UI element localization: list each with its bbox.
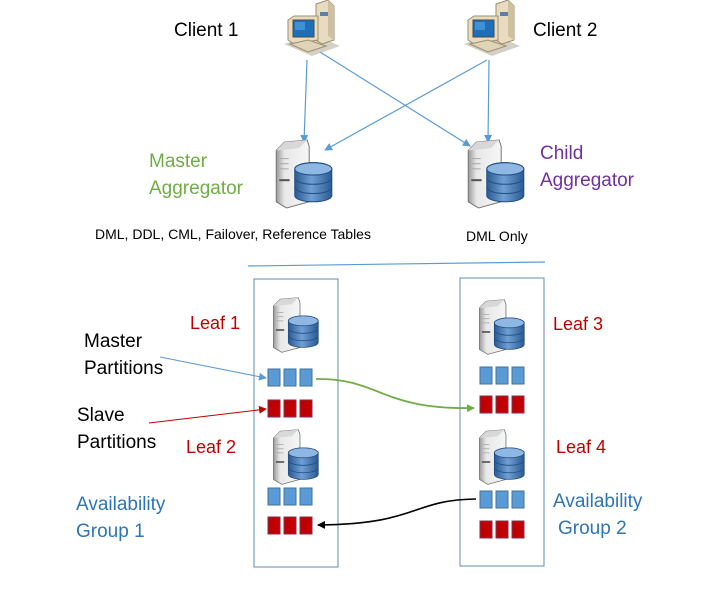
leaf-4-server-icon	[479, 429, 525, 485]
replication-arrow-leaf4-to-leaf2	[317, 498, 477, 529]
client-2-computer-icon	[463, 0, 521, 56]
leaf-2-slave-partition	[299, 516, 313, 535]
replication-arrow-leaf1-to-leaf3	[315, 378, 475, 413]
leaf-3-slave-partition	[495, 395, 509, 414]
leaf-4-slave-partition	[479, 520, 493, 539]
leaf-4-slave-partition	[495, 520, 509, 539]
leaf-2-master-partition	[267, 487, 281, 506]
leaf-2-label: Leaf 2	[186, 437, 237, 457]
client-2-label: Client 2	[533, 20, 598, 41]
leaf-1-slave-partition	[283, 399, 297, 418]
availability-group-1-label-line1: Availability	[76, 494, 166, 515]
leaf-1-label: Leaf 1	[190, 313, 241, 333]
slave-partitions-label-line1: Slave	[77, 405, 125, 426]
slave-partitions-pointer	[148, 405, 267, 424]
master-aggregator-server-icon	[275, 139, 333, 209]
master-aggregator-label-line2: Aggregator	[149, 178, 244, 199]
connector-client2-master	[324, 59, 488, 151]
leaf-1-master-partition	[283, 368, 297, 387]
leaf-4-master-partition	[495, 490, 509, 509]
leaf-2-master-partition	[299, 487, 313, 506]
leaf-2-master-partition	[283, 487, 297, 506]
master-aggregator-label-line1: Master	[149, 151, 208, 172]
leaf-4-master-partition	[511, 490, 525, 509]
leaf-4-label: Leaf 4	[556, 437, 607, 457]
leaf-1-master-partition	[267, 368, 281, 387]
leaf-1-master-partition	[299, 368, 313, 387]
leaf-3-master-partition	[511, 366, 525, 385]
availability-group-2-label-line1: Availability	[553, 491, 643, 512]
connector-client2-child	[484, 59, 493, 143]
master-partitions-label-line1: Master	[84, 331, 143, 352]
master-aggregator-caption: DML, DDL, CML, Failover, Reference Table…	[95, 226, 371, 242]
availability-group-2-label-line2: Group 2	[558, 518, 627, 539]
tier-separator	[247, 261, 546, 267]
master-partitions-pointer	[159, 356, 267, 381]
child-aggregator-server-icon	[467, 139, 525, 209]
leaf-3-slave-partition	[511, 395, 525, 414]
leaf-3-slave-partition	[479, 395, 493, 414]
slave-partitions-label-line2: Partitions	[77, 432, 157, 453]
leaf-1-server-icon	[273, 297, 319, 353]
connector-client1-child	[319, 51, 471, 147]
availability-group-2-box	[459, 277, 545, 567]
leaf-2-slave-partition	[283, 516, 297, 535]
client-1-label: Client 1	[174, 20, 239, 41]
leaf-1-slave-partition	[267, 399, 281, 418]
leaf-4-master-partition	[479, 490, 493, 509]
leaf-2-server-icon	[273, 429, 319, 485]
availability-group-1-box	[253, 278, 339, 568]
child-aggregator-caption: DML Only	[466, 228, 528, 244]
leaf-2-slave-partition	[267, 516, 281, 535]
leaf-3-label: Leaf 3	[553, 314, 604, 334]
leaf-4-slave-partition	[511, 520, 525, 539]
client-connectors	[300, 51, 493, 151]
client-1-computer-icon	[283, 0, 341, 56]
child-aggregator-label-line2: Aggregator	[540, 170, 635, 191]
leaf-3-server-icon	[479, 299, 525, 355]
partition-blocks	[267, 366, 525, 539]
leaf-3-master-partition	[495, 366, 509, 385]
leaf-1-slave-partition	[299, 399, 313, 418]
connector-client1-master	[300, 59, 309, 143]
master-partitions-label-line2: Partitions	[84, 358, 164, 379]
availability-group-1-label-line2: Group 1	[76, 521, 145, 542]
leaf-3-master-partition	[479, 366, 493, 385]
child-aggregator-label-line1: Child	[540, 143, 584, 164]
